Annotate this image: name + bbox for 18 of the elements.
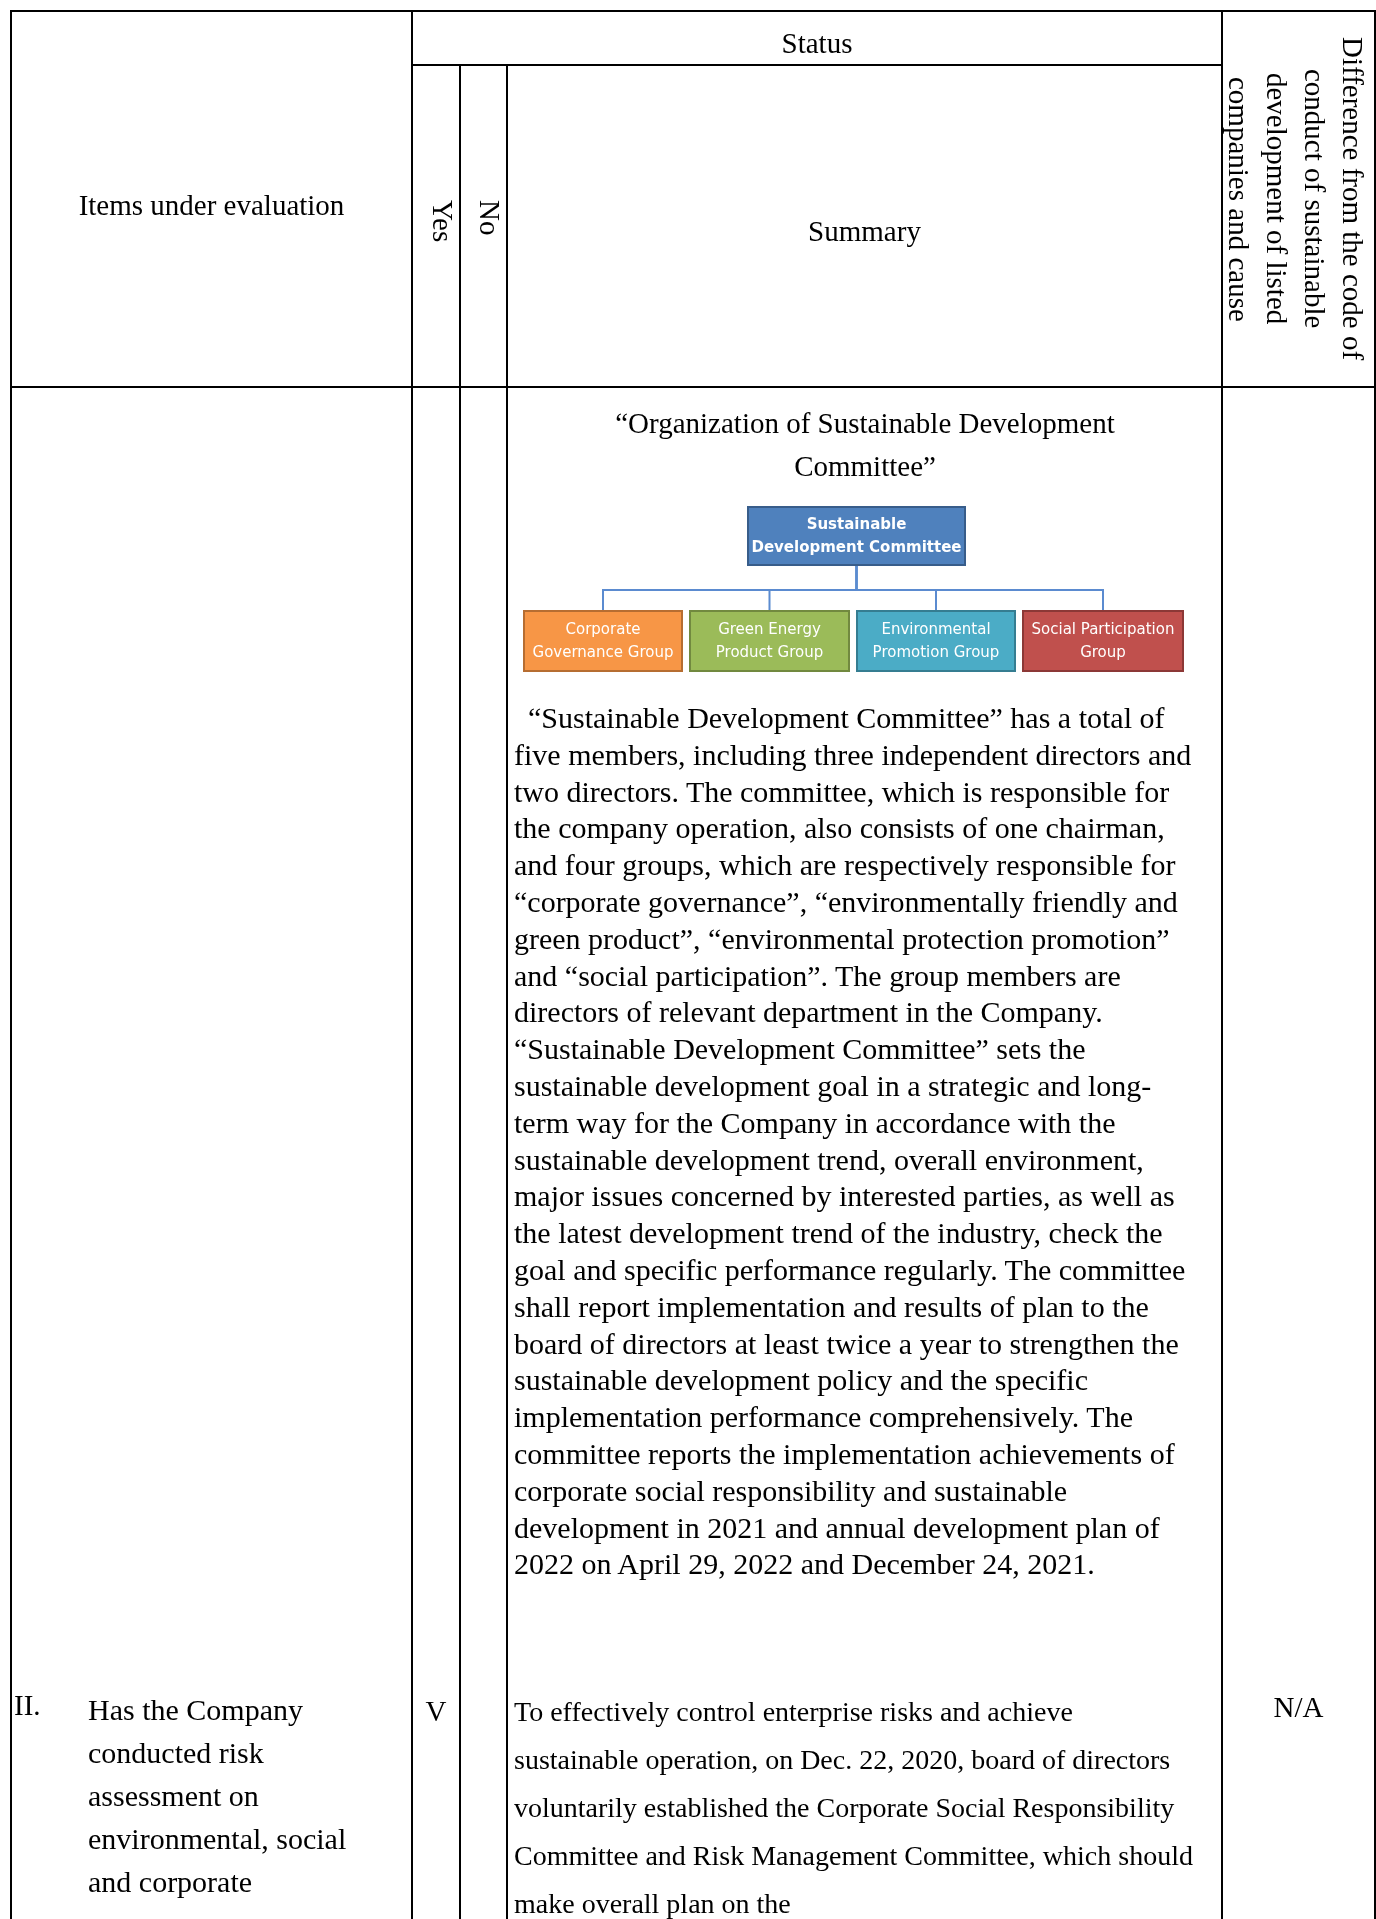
row-label: Has the Company conducted risk assessment on environmental, social and corporate: [88, 1692, 348, 1900]
connector-line: [855, 565, 1104, 611]
group-box: Corporate Governance Group: [523, 610, 683, 672]
check-mark: V: [424, 1694, 448, 1729]
paragraph: “Sustainable Development Committee” has a total of five members, including three independent directors and two directors. The committee, which is responsible for the company operation, also consists of one chairman, and four groups, which are respectively responsible for “corporate governance”, “environmentally friendly and green product”, “environmental protection promotion” and “social participation”. The group members are directors of relevant department in the Company. “Sustainable Development Committee” sets the sustainable development goal in a strategic and long-term way for the Company in accordance with the sustainable development trend, overall environment, major issues concerned by interested parties, as well as the latest development trend of the industry, check the goal and specific performance regularly. The committee shall report implementation and results of plan to the board of directors at least twice a year to strengthen the sustainable development policy and the specific implementation performance comprehensively. The committee reports the implementation achievements of corporate social responsibility and sustainable development in 2021 and annual development plan of 2022 on April 29, 2022 and December 24, 2021.: [514, 700, 1193, 1583]
group-box: Environmental Promotion Group: [856, 610, 1016, 672]
column-header: Status: [780, 26, 854, 61]
committee-box: Sustainable Development Committee: [747, 506, 966, 566]
group-box: Social Participation Group: [1022, 610, 1184, 672]
row-number: II.: [14, 1688, 41, 1723]
group-box: Green Energy Product Group: [689, 610, 850, 672]
column-header: Summary: [807, 214, 922, 249]
column-header: No: [473, 200, 506, 238]
column-header: Items under evaluation: [77, 188, 346, 223]
chart-title: “Organization of Sustainable Development Committee”: [614, 406, 1116, 484]
table-text: N/A: [1272, 1690, 1325, 1725]
column-header: Yes: [426, 200, 459, 245]
paragraph: To effectively control enterprise risks and achieve sustainable operation, on Dec. 22, 2020, board of directors voluntarily established the Corporate Social Responsibility Committee and Risk Management Committee, which should make overall plan on the: [514, 1695, 1194, 1919]
